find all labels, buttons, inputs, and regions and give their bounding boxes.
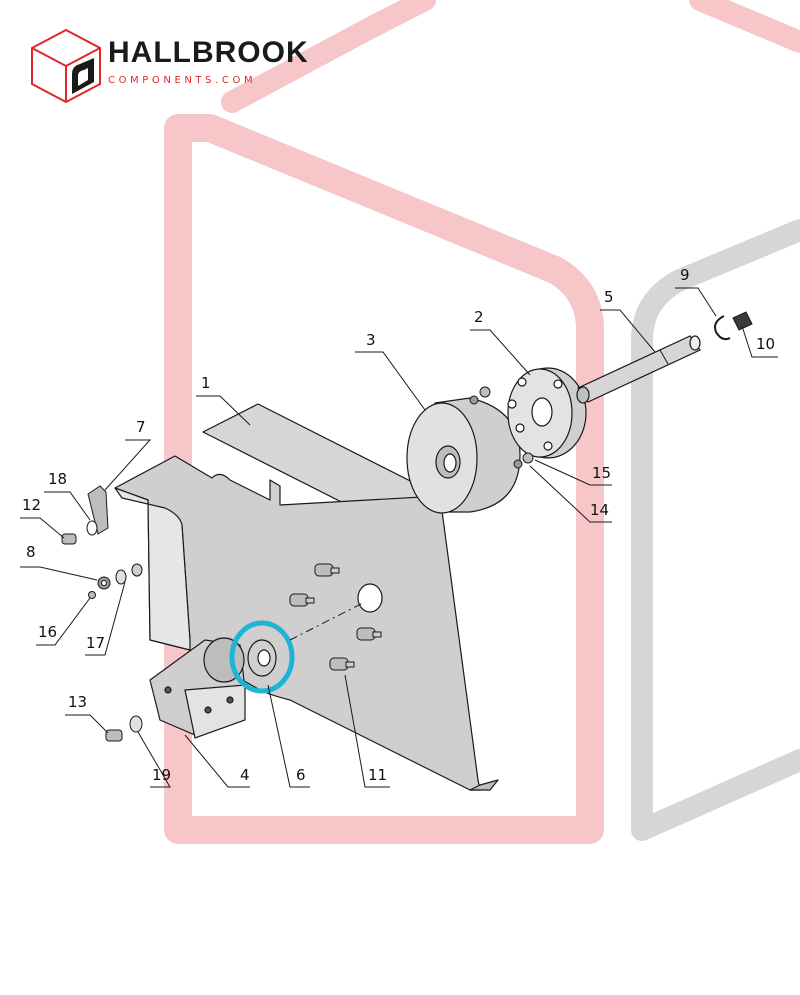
leader-13 [65,714,109,734]
brand-name: HALLBROOK [108,36,309,69]
shaft [576,335,701,404]
plate-bottom-lip [469,779,499,791]
callout-1: 1 [201,374,211,392]
leader-15 [534,459,612,486]
leader-3 [355,351,426,411]
leader-14 [529,465,612,523]
callout-10: 10 [756,335,775,353]
plate-front-face [114,487,191,651]
grub-screw [732,311,753,331]
watermark-cube [164,0,800,844]
leader-17 [85,581,126,656]
watermark-top-edge [221,0,800,113]
cap-screws [289,563,382,671]
highlight-ring-part-6 [229,620,295,694]
callout-15: 15 [592,464,611,482]
callout-16: 16 [38,623,57,641]
small-nuts [469,386,534,469]
leader-8 [20,566,98,581]
leader-1 [196,395,251,426]
plate-hole [357,583,383,613]
callout-2: 2 [474,308,484,326]
motor-housing [149,637,246,739]
circlip [714,315,731,341]
leader-4 [184,734,250,788]
brand-subtitle: COMPONENTS.COM [108,75,257,86]
leader-12 [20,517,65,539]
callout-3: 3 [366,331,376,349]
callout-17: 17 [86,634,105,652]
callout-14: 14 [590,501,609,519]
leader-7 [104,439,152,491]
plate-inner-edge [181,524,191,641]
leader-2 [470,329,531,376]
flange [507,367,587,459]
callout-12: 12 [22,496,41,514]
callout-labels: 1 2 3 4 5 6 7 8 9 10 11 12 13 14 15 16 1… [22,266,775,784]
leader-10 [741,325,778,358]
leader-6 [267,684,310,788]
cube-logo-icon [31,28,101,104]
leader-19 [137,731,171,788]
callout-18: 18 [48,470,67,488]
leader-lines [20,287,778,788]
callout-9: 9 [680,266,690,284]
callout-7: 7 [136,418,146,436]
brand-logo: HALLBROOK COMPONENTS.COM [28,26,308,106]
leader-9 [675,287,717,317]
callout-13: 13 [68,693,87,711]
leader-18 [44,491,91,521]
leader-5 [600,309,656,353]
callout-5: 5 [604,288,614,306]
callout-19: 19 [152,766,171,784]
axis-line [289,601,366,641]
left-small-parts [61,485,143,742]
callout-8: 8 [26,543,36,561]
leader-16 [36,597,91,646]
callout-6: 6 [296,766,306,784]
leader-11 [344,674,390,788]
watermark-right-face [631,219,800,841]
callout-4: 4 [240,766,250,784]
watermark-left-face [164,114,604,844]
main-plate [114,403,499,791]
pulley-hub [406,397,521,514]
callout-11: 11 [368,766,387,784]
bearing [247,639,277,677]
